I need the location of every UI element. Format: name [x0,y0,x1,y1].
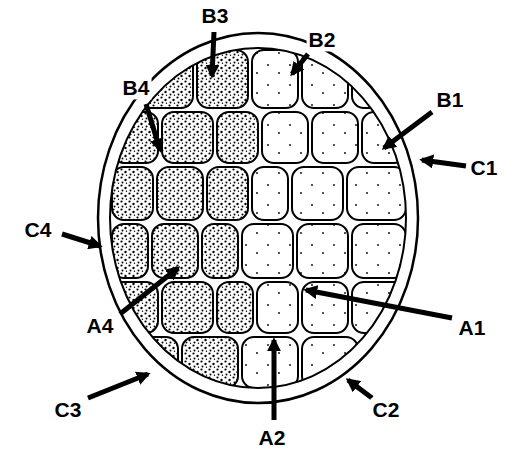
callout-label: A4 [85,314,116,337]
callout-label: B4 [121,76,152,99]
fertilization-envelope [98,33,418,403]
embryo-outline [110,48,406,388]
leader-arrows [62,32,466,420]
callout-label: C2 [371,398,402,421]
callout-label: B3 [200,4,231,27]
callout-label: A1 [457,316,488,339]
callout-label: C4 [23,218,54,241]
blastomeres [112,50,406,388]
callout-label: C3 [53,398,84,421]
callout-label: C1 [469,156,500,179]
callout-label: B2 [307,28,338,51]
callout-label: B1 [435,88,466,111]
callout-label: A2 [257,426,288,449]
